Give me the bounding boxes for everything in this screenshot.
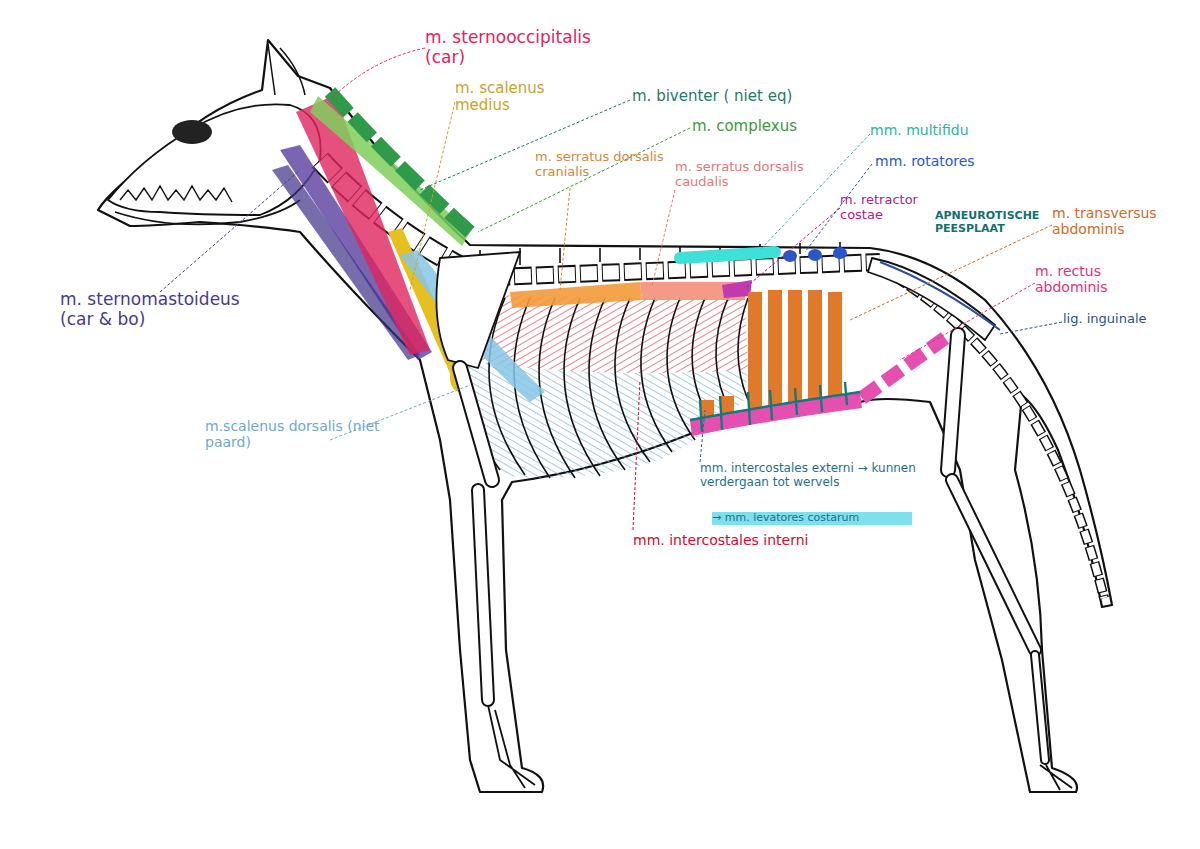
muscle-label: m. sternooccipitalis (car) <box>425 28 615 67</box>
inguinal-ligament <box>880 262 1000 330</box>
forearm-bone <box>478 490 488 700</box>
transversus-abdominis-muscle <box>808 290 822 400</box>
muscle-label: m. complexus <box>692 118 852 135</box>
rectus-abdominis-muscle <box>862 338 945 398</box>
muscle-label: m.scalenus dorsalis (niet paard) <box>205 418 385 450</box>
muscle-label: lig. inguinale <box>1063 312 1193 327</box>
vertebral-column <box>470 262 880 278</box>
leader-line <box>700 410 705 462</box>
muscle-label: m. rectus abdominis <box>1035 263 1145 295</box>
muscle-label: m. serratus dorsalis caudalis <box>675 160 810 190</box>
rib <box>738 298 748 400</box>
muscle-label: mm. rotatores <box>875 153 1035 169</box>
muscle-label: → mm. levatores costarum <box>712 512 912 525</box>
scapula-bone <box>436 252 520 368</box>
femur-bone <box>948 335 958 470</box>
muscle-label: m. transversus abdominis <box>1052 205 1192 237</box>
forepaw-bone <box>488 705 535 788</box>
transversus-abdominis-muscle <box>768 290 782 406</box>
humerus-bone <box>460 368 492 480</box>
muscle-label: m. serratus dorsalis cranialis <box>535 150 685 180</box>
ribs <box>464 298 748 478</box>
leader-line <box>745 208 840 288</box>
teeth <box>120 186 232 202</box>
muscle-label: m. biventer ( niet eq) <box>632 88 852 105</box>
leader-line <box>652 190 675 286</box>
leader-lines <box>160 48 1062 530</box>
rotatores-muscle <box>833 247 847 259</box>
leader-line <box>160 170 300 292</box>
mandible-bone <box>115 200 300 224</box>
femur-bone <box>948 335 958 470</box>
muscle-label: m. sternomastoideus (car & bo) <box>60 290 265 329</box>
leader-line <box>560 188 570 290</box>
orbit <box>172 120 212 144</box>
muscle-label: mm. intercostales interni <box>633 532 843 548</box>
multifidi-muscle <box>680 252 775 258</box>
leader-line <box>850 225 1052 320</box>
leader-line <box>420 100 630 190</box>
muscle-label: APNEUROTISCHE PEESPLAAT <box>935 210 1045 235</box>
leader-line <box>410 102 455 290</box>
leader-line <box>330 48 425 100</box>
metatarsal-bone <box>1035 655 1045 760</box>
leader-line <box>900 283 1035 360</box>
transversus-abdominis-muscle <box>828 292 842 398</box>
leader-line <box>1000 322 1062 334</box>
leader-line <box>760 134 870 250</box>
metatarsal-bone <box>1035 655 1045 760</box>
rib <box>615 298 650 462</box>
vertebral-column <box>470 262 880 278</box>
scalenus-dorsalis-muscle <box>400 250 545 402</box>
muscle-label: m. scalenus medius <box>455 80 565 115</box>
retractor-costae-muscle <box>722 280 752 298</box>
muscle-label: m. retractor costae <box>840 193 930 223</box>
rotatores-muscle <box>783 247 847 262</box>
hindpaw-bone <box>1040 765 1072 790</box>
biventer-muscle <box>330 92 470 232</box>
complexus-muscle <box>310 96 470 246</box>
leader-line <box>633 380 640 530</box>
ear <box>268 44 305 95</box>
transversus-abdominis-muscle <box>748 292 762 410</box>
tibia-bone <box>952 480 1035 650</box>
pelvis-bone <box>868 258 995 340</box>
muscle-label: mm. multifidu <box>870 122 1030 138</box>
humerus-bone <box>460 368 492 480</box>
aponeurotic-plate <box>690 382 860 432</box>
tibia-bone <box>952 480 1035 650</box>
serratus-dorsalis-cranialis-muscle <box>510 282 642 308</box>
body-outline <box>98 40 1112 792</box>
rectus-abdominis-muscle <box>690 392 862 436</box>
transversus-abdominis-muscle <box>788 290 802 402</box>
muscle-label: mm. intercostales externi → kunnen verde… <box>700 462 925 490</box>
leader-line <box>478 128 690 232</box>
rotatores-muscle <box>808 249 822 261</box>
rib <box>589 298 625 470</box>
forearm-bone <box>478 490 488 700</box>
rotatores-muscle <box>783 250 797 262</box>
